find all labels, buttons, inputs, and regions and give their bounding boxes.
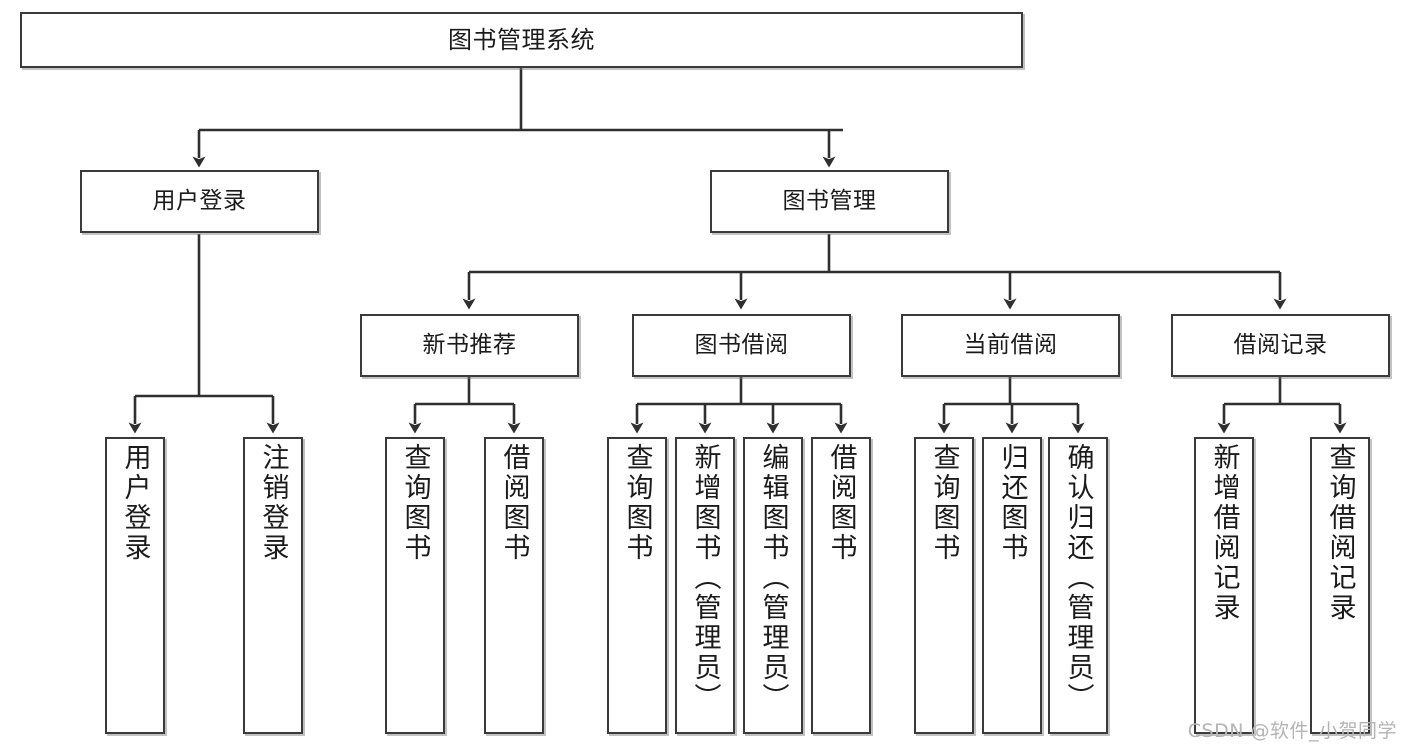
leaf-add-borrow-record[interactable]: 新增借阅记录	[1194, 437, 1254, 734]
leaf-user-login[interactable]: 用户登录	[105, 437, 165, 734]
csdn-watermark: CSDN @软件_小贺同学	[1187, 720, 1397, 742]
leaf-edit-book-admin[interactable]: 编辑图书（管理员）	[743, 437, 803, 734]
node-current-borrow[interactable]: 当前借阅	[901, 314, 1120, 377]
leaf-confirm-return-admin[interactable]: 确认归还（管理员）	[1048, 437, 1108, 734]
leaf-borrow-book-recommend[interactable]: 借阅图书	[484, 437, 544, 734]
node-label: 图书管理系统	[448, 25, 595, 54]
leaf-query-book-recommend[interactable]: 查询图书	[385, 437, 445, 734]
node-book-borrow[interactable]: 图书借阅	[632, 314, 851, 377]
node-label: 借阅记录	[1233, 331, 1328, 358]
leaf-query-book-borrow[interactable]: 查询图书	[607, 437, 667, 734]
node-label: 图书借阅	[694, 331, 789, 358]
leaf-return-book[interactable]: 归还图书	[982, 437, 1042, 734]
node-label: 查询图书	[928, 443, 960, 563]
node-label: 编辑图书（管理员）	[757, 443, 789, 713]
node-label: 新增图书（管理员）	[689, 443, 721, 713]
node-label: 确认归还（管理员）	[1062, 443, 1094, 713]
leaf-query-book-current[interactable]: 查询图书	[914, 437, 974, 734]
node-label: 当前借阅	[963, 331, 1058, 358]
leaf-logout[interactable]: 注销登录	[243, 437, 303, 734]
leaf-borrow-book-borrow[interactable]: 借阅图书	[811, 437, 871, 734]
node-label: 借阅图书	[825, 443, 857, 563]
node-label: 新书推荐	[422, 331, 517, 358]
node-label: 查询图书	[399, 443, 431, 563]
node-borrow-record[interactable]: 借阅记录	[1171, 314, 1390, 377]
node-label: 新增借阅记录	[1208, 443, 1240, 623]
node-label: 用户登录	[119, 443, 151, 563]
node-label: 查询借阅记录	[1324, 443, 1356, 623]
node-label: 用户登录	[152, 187, 247, 214]
node-label: 查询图书	[621, 443, 653, 563]
node-new-book-recommend[interactable]: 新书推荐	[360, 314, 579, 377]
leaf-query-borrow-record[interactable]: 查询借阅记录	[1310, 437, 1370, 734]
node-user-login[interactable]: 用户登录	[80, 170, 319, 233]
node-label: 图书管理	[782, 187, 877, 214]
leaf-add-book-admin[interactable]: 新增图书（管理员）	[675, 437, 735, 734]
node-label: 归还图书	[996, 443, 1028, 563]
node-label: 借阅图书	[498, 443, 530, 563]
node-root-book-management-system[interactable]: 图书管理系统	[20, 12, 1023, 68]
node-book-manage[interactable]: 图书管理	[710, 170, 949, 233]
node-label: 注销登录	[257, 443, 289, 563]
